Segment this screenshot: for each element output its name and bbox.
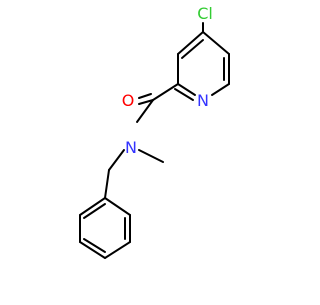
structure-canvas: Cl O N N [79,4,230,259]
bond [202,31,230,55]
bond [108,149,125,171]
bond [79,197,106,216]
bond [104,241,131,259]
bond [174,88,194,101]
bond [138,93,152,99]
bond [181,39,204,59]
bond [104,169,110,199]
pyridine-nitrogen-label: N [197,91,209,110]
bond [211,83,230,96]
bond [152,83,179,101]
atom-label-group: Cl O N N [122,4,213,157]
bond [177,83,196,96]
bond [83,203,106,219]
amide-nitrogen-label: N [125,138,137,157]
bond [138,149,164,163]
chemical-structure: Cl O N N [79,4,230,259]
bond-group [79,22,230,259]
bond [177,31,204,55]
oxygen-atom-label: O [122,91,135,110]
bond [138,99,154,105]
bond [136,99,154,123]
chlorine-atom-label: Cl [197,4,213,23]
bond [83,238,106,253]
bond [79,241,106,259]
bond [104,197,131,216]
